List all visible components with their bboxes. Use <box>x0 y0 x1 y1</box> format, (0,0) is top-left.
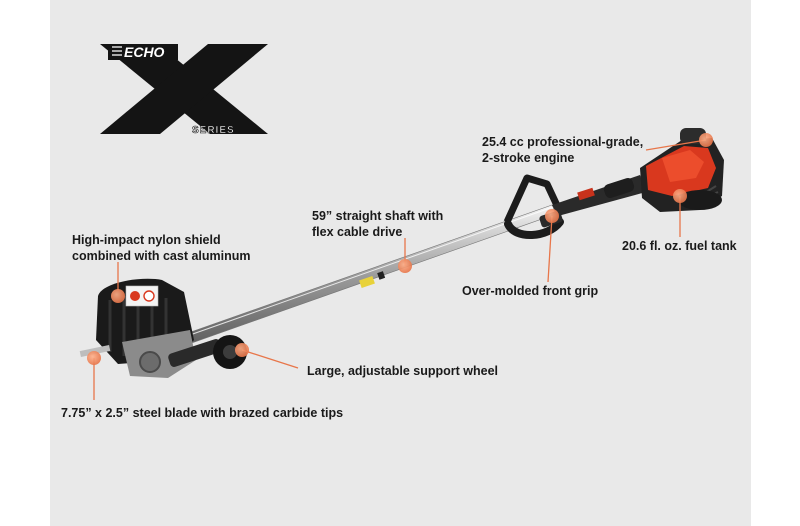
throttle-handle <box>552 175 646 216</box>
shaft-callout: 59” straight shaft with flex cable drive <box>312 208 443 240</box>
fuel-tank-callout-dot <box>673 189 687 203</box>
logo-speed-lines <box>112 46 122 56</box>
support-wheel-callout-dot <box>235 343 249 357</box>
front-grip-callout: Over-molded front grip <box>462 283 598 299</box>
engine-callout-line2: 2-stroke engine <box>482 151 575 165</box>
steel-blade <box>79 344 111 358</box>
logo-echo-plate <box>108 44 178 60</box>
front-grip-callout-dot <box>545 209 559 223</box>
decal-prohibition-icon <box>143 290 155 302</box>
logo-series-text: SERIES <box>192 125 235 136</box>
blade-callout-text: 7.75” x 2.5” steel blade with brazed car… <box>61 406 344 420</box>
front-grip-callout-text: Over-molded front grip <box>462 284 599 298</box>
shield-callout: High-impact nylon shield combined with c… <box>72 232 251 264</box>
shield-callout-line2: combined with cast aluminum <box>72 249 251 263</box>
warning-label <box>359 275 375 289</box>
shaft-callout-line1: 59” straight shaft with <box>312 209 444 223</box>
shield-callout-dot <box>111 289 125 303</box>
decal-warning-icon <box>130 291 140 301</box>
throttle-trigger <box>577 187 595 201</box>
shaft-callout-line2: flex cable drive <box>312 225 403 239</box>
engine-callout-dot <box>699 133 713 147</box>
logo-x-mark <box>100 44 268 134</box>
support-arm <box>168 339 222 367</box>
engine-callout-line1: 25.4 cc professional-grade, <box>482 135 644 149</box>
logo-echo-text: ECHO <box>124 44 165 60</box>
support-wheel-callout: Large, adjustable support wheel <box>307 363 498 379</box>
echo-x-series-logo: ECHO SERIES <box>100 44 268 136</box>
shaft-callout-dot <box>398 259 412 273</box>
fuel-tank-callout-text: 20.6 fl. oz. fuel tank <box>622 239 737 253</box>
blade-callout-dot <box>87 351 101 365</box>
callout-dots <box>87 133 713 365</box>
blade-callout: 7.75” x 2.5” steel blade with brazed car… <box>61 405 343 421</box>
support-wheel-callout-text: Large, adjustable support wheel <box>307 364 499 378</box>
fuel-tank <box>678 190 722 210</box>
shaft-decal <box>377 271 386 280</box>
engine <box>640 128 724 212</box>
shield-callout-line1: High-impact nylon shield <box>72 233 221 247</box>
fuel-tank-callout: 20.6 fl. oz. fuel tank <box>622 238 737 254</box>
engine-callout: 25.4 cc professional-grade, 2-stroke eng… <box>482 134 643 166</box>
